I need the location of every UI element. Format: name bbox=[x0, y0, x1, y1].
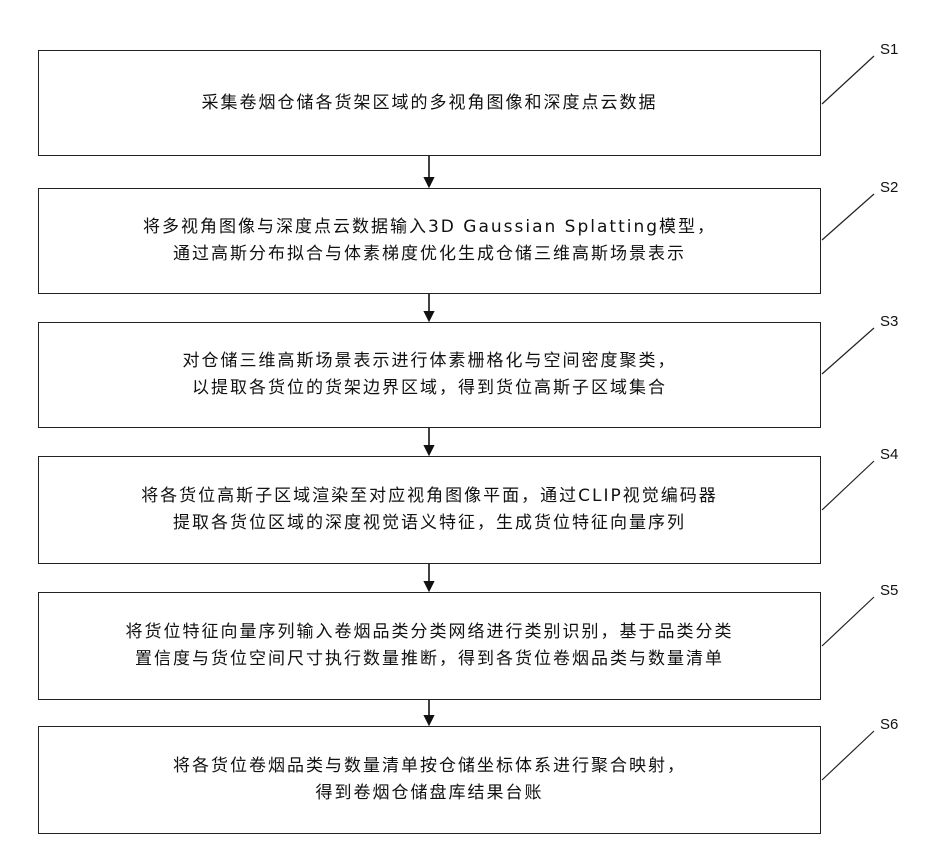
leader-line-s1 bbox=[822, 56, 874, 104]
leader-line-s2 bbox=[822, 194, 874, 240]
leader-line-s4 bbox=[822, 461, 874, 510]
leader-line-s5 bbox=[822, 597, 874, 646]
leader-line-s3 bbox=[822, 328, 874, 374]
leader-line-s6 bbox=[822, 731, 874, 780]
